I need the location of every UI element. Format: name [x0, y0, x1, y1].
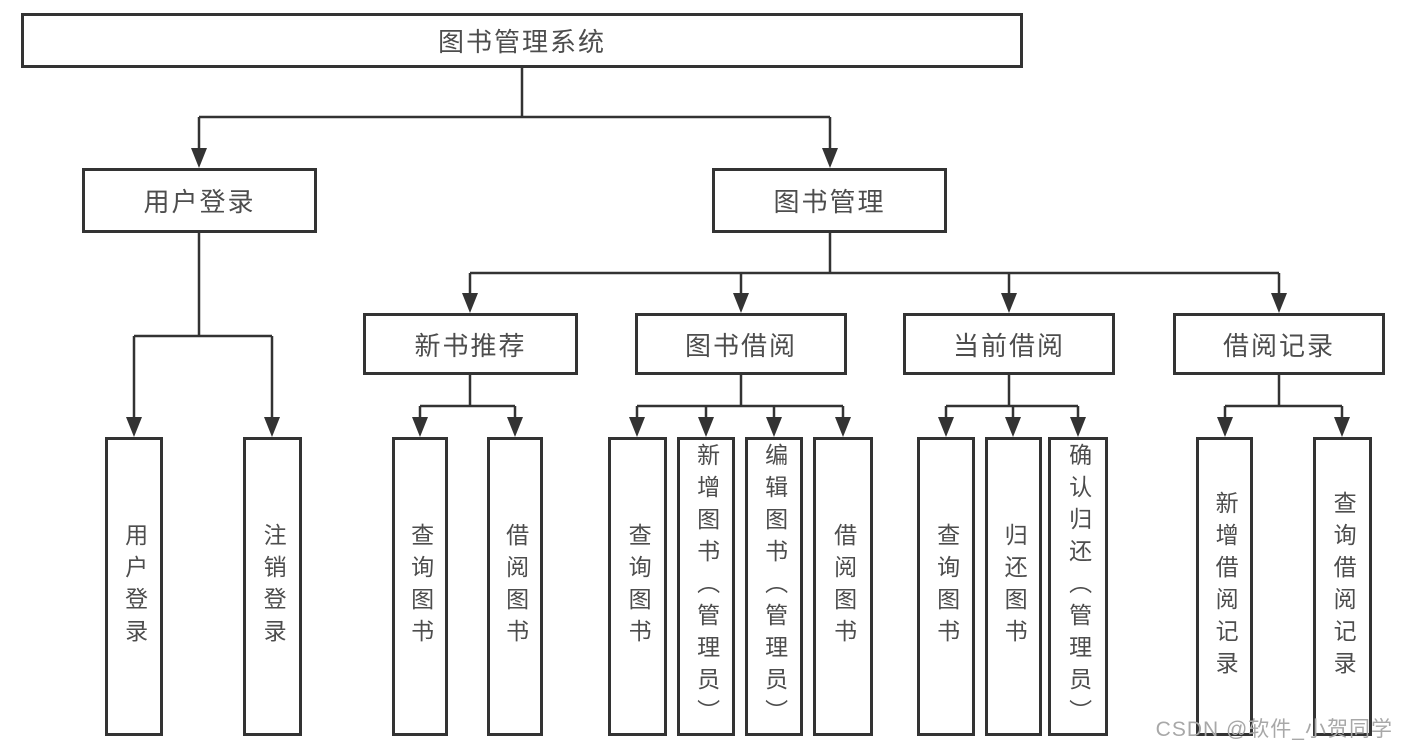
leaf-query-borrow-record-label: 查询借阅记录 [1330, 490, 1357, 683]
node-book-borrow-label: 图书借阅 [684, 330, 797, 361]
leaf-edit-books-admin-label: 编辑图书（管理员） [761, 442, 788, 731]
node-borrow-records: 借阅记录 [1173, 313, 1385, 375]
node-new-book-recommend: 新书推荐 [363, 313, 578, 375]
leaf-query-books-borrow: 查询图书 [608, 437, 667, 736]
node-current-borrow: 当前借阅 [903, 313, 1115, 375]
leaf-logout: 注销登录 [243, 437, 302, 736]
leaf-add-books-admin: 新增图书（管理员） [677, 437, 735, 736]
node-user-login-label: 用户登录 [143, 187, 256, 217]
leaf-confirm-return-admin: 确认归还（管理员） [1048, 437, 1108, 736]
leaf-borrow-books: 借阅图书 [813, 437, 873, 736]
watermark: CSDN @软件_小贺同学 [1155, 718, 1393, 741]
node-new-book-recommend-label: 新书推荐 [414, 330, 527, 361]
leaf-query-books-current-label: 查询图书 [933, 522, 960, 651]
node-root-label: 图书管理系统 [437, 27, 606, 57]
leaf-logout-label: 注销登录 [260, 522, 287, 651]
leaf-borrow-books-label: 借阅图书 [830, 522, 857, 651]
node-book-management-label: 图书管理 [773, 187, 886, 217]
leaf-borrow-books-recommend: 借阅图书 [487, 437, 543, 736]
leaf-return-books-label: 归还图书 [1001, 522, 1028, 651]
node-root-library-system: 图书管理系统 [21, 13, 1023, 68]
node-user-login: 用户登录 [82, 168, 317, 233]
leaf-add-books-admin-label: 新增图书（管理员） [693, 442, 720, 731]
leaf-add-borrow-record: 新增借阅记录 [1196, 437, 1253, 736]
leaf-user-login-label: 用户登录 [121, 522, 148, 651]
node-book-management: 图书管理 [712, 168, 947, 233]
leaf-confirm-return-admin-label: 确认归还（管理员） [1065, 442, 1092, 731]
leaf-user-login: 用户登录 [105, 437, 163, 736]
leaf-query-books-recommend: 查询图书 [392, 437, 448, 736]
leaf-query-books-borrow-label: 查询图书 [625, 522, 652, 651]
leaf-borrow-books-recommend-label: 借阅图书 [502, 522, 529, 651]
leaf-query-books-current: 查询图书 [917, 437, 975, 736]
leaf-add-borrow-record-label: 新增借阅记录 [1212, 490, 1239, 683]
node-book-borrow: 图书借阅 [635, 313, 847, 375]
node-current-borrow-label: 当前借阅 [952, 330, 1065, 361]
leaf-query-books-recommend-label: 查询图书 [407, 522, 434, 651]
leaf-edit-books-admin: 编辑图书（管理员） [745, 437, 803, 736]
node-borrow-records-label: 借阅记录 [1222, 330, 1335, 361]
leaf-return-books: 归还图书 [985, 437, 1042, 736]
leaf-query-borrow-record: 查询借阅记录 [1313, 437, 1372, 736]
